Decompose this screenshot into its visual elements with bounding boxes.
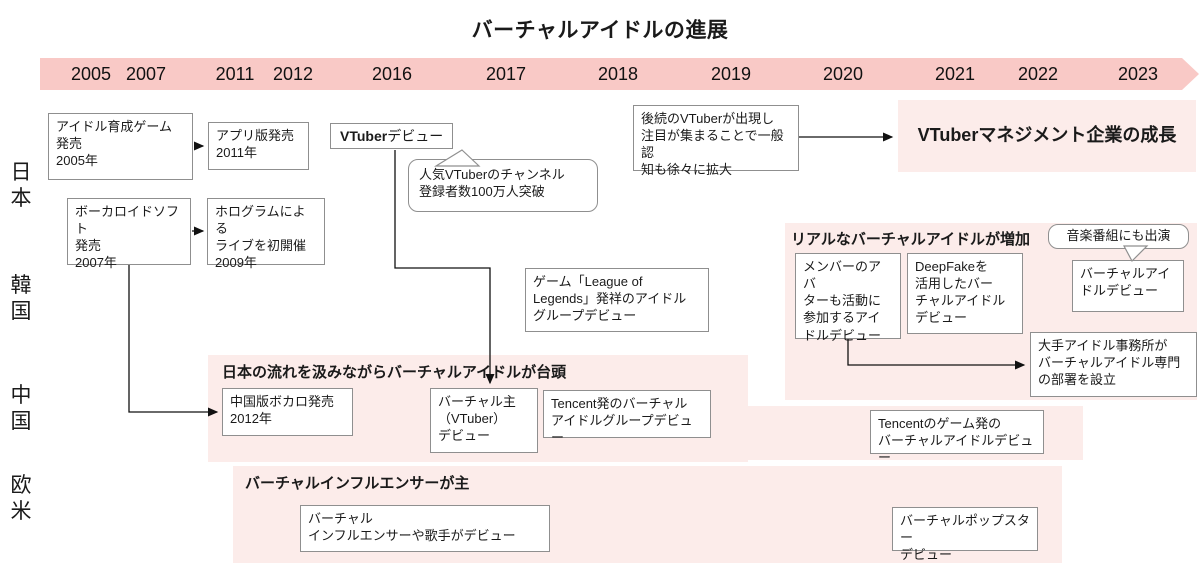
year-label-2019: 2019 bbox=[710, 64, 752, 84]
event-box-app-release: アプリ版発売 2011年 bbox=[208, 122, 309, 170]
event-box-hologram: ホログラムによる ライブを初開催 2009年 bbox=[207, 198, 325, 270]
year-label-2017: 2017 bbox=[485, 64, 527, 84]
event-box-idol-game: アイドル育成ゲーム 発売 2005年 bbox=[48, 113, 193, 180]
vtuber-debut-bold-text: VTuber bbox=[340, 128, 388, 144]
event-box-virtual-popstar: バーチャルポップスター デビュー bbox=[892, 507, 1038, 562]
event-box-tencent-idol-group: Tencent発のバーチャル アイドルグループデビュー bbox=[543, 390, 711, 445]
callout-music-show: 音楽番組にも出演 bbox=[1048, 224, 1189, 249]
west-panel-header: バーチャルインフルエンサーが主 bbox=[245, 475, 470, 492]
korea-panel-header: リアルなバーチャルアイドルが増加 bbox=[791, 231, 1030, 248]
year-label-2011: 2011 bbox=[215, 64, 255, 84]
year-label-2022: 2022 bbox=[1017, 64, 1059, 84]
event-box-member-avatar: メンバーのアバ ターも活動に 参加するアイ ドルデビュー bbox=[795, 253, 901, 343]
event-box-later-vtubers: 後続のVTuberが出現し 注目が集まることで一般認 知も徐々に拡大 bbox=[633, 105, 799, 177]
event-box-vocaloid: ボーカロイドソフト 発売 2007年 bbox=[67, 198, 191, 270]
china-panel-header: 日本の流れを汲みながらバーチャルアイドルが台頭 bbox=[222, 364, 567, 381]
vtuber-debut-rest-text: デビュー bbox=[387, 128, 444, 144]
year-label-2020: 2020 bbox=[822, 64, 864, 84]
event-box-agency-department: 大手アイドル事務所が バーチャルアイドル専門 の部署を設立 bbox=[1030, 332, 1197, 397]
event-box-china-vocaloid: 中国版ボカロ発売 2012年 bbox=[222, 388, 353, 436]
year-label-2012: 2012 bbox=[272, 64, 314, 84]
page-title: バーチャルアイドルの進展 bbox=[471, 19, 729, 42]
region-label-japan: 日本 bbox=[10, 161, 32, 210]
event-box-vtuber-management-growth: VTuberマネジメント企業の成長 bbox=[898, 100, 1196, 172]
year-label-2023: 2023 bbox=[1117, 64, 1159, 84]
event-box-deepfake-idol: DeepFakeを 活用したバー チャルアイドル デビュー bbox=[907, 253, 1023, 334]
year-label-2005: 2005 bbox=[70, 64, 112, 84]
connector-vocaloid-to-china-vocaloid bbox=[128, 265, 219, 417]
year-label-2018: 2018 bbox=[597, 64, 639, 84]
event-box-virtual-host-debut: バーチャル主 （VTuber） デビュー bbox=[430, 388, 538, 453]
region-label-china: 中国 bbox=[10, 384, 32, 433]
year-label-2021: 2021 bbox=[934, 64, 976, 84]
event-box-virtual-idol-debut: バーチャルアイ ドルデビュー bbox=[1072, 260, 1184, 312]
event-box-lol-idol-group: ゲーム「League of Legends」発祥のアイドル グループデビュー bbox=[525, 268, 709, 332]
region-label-korea: 韓国 bbox=[10, 274, 32, 323]
event-box-tencent-game-idol: Tencentのゲーム発の バーチャルアイドルデビュー bbox=[870, 410, 1044, 465]
callout-popular-vtuber: 人気VTuberのチャンネル 登録者数100万人突破 bbox=[408, 159, 598, 212]
event-box-vtuber-debut: VTuberデビュー bbox=[330, 123, 454, 150]
region-label-west: 欧米 bbox=[10, 474, 32, 523]
year-label-2016: 2016 bbox=[371, 64, 413, 84]
year-label-2007: 2007 bbox=[125, 64, 167, 84]
event-box-virtual-influencer: バーチャル インフルエンサーや歌手がデビュー bbox=[300, 505, 550, 552]
timeline-arrow-bar bbox=[40, 58, 1199, 90]
